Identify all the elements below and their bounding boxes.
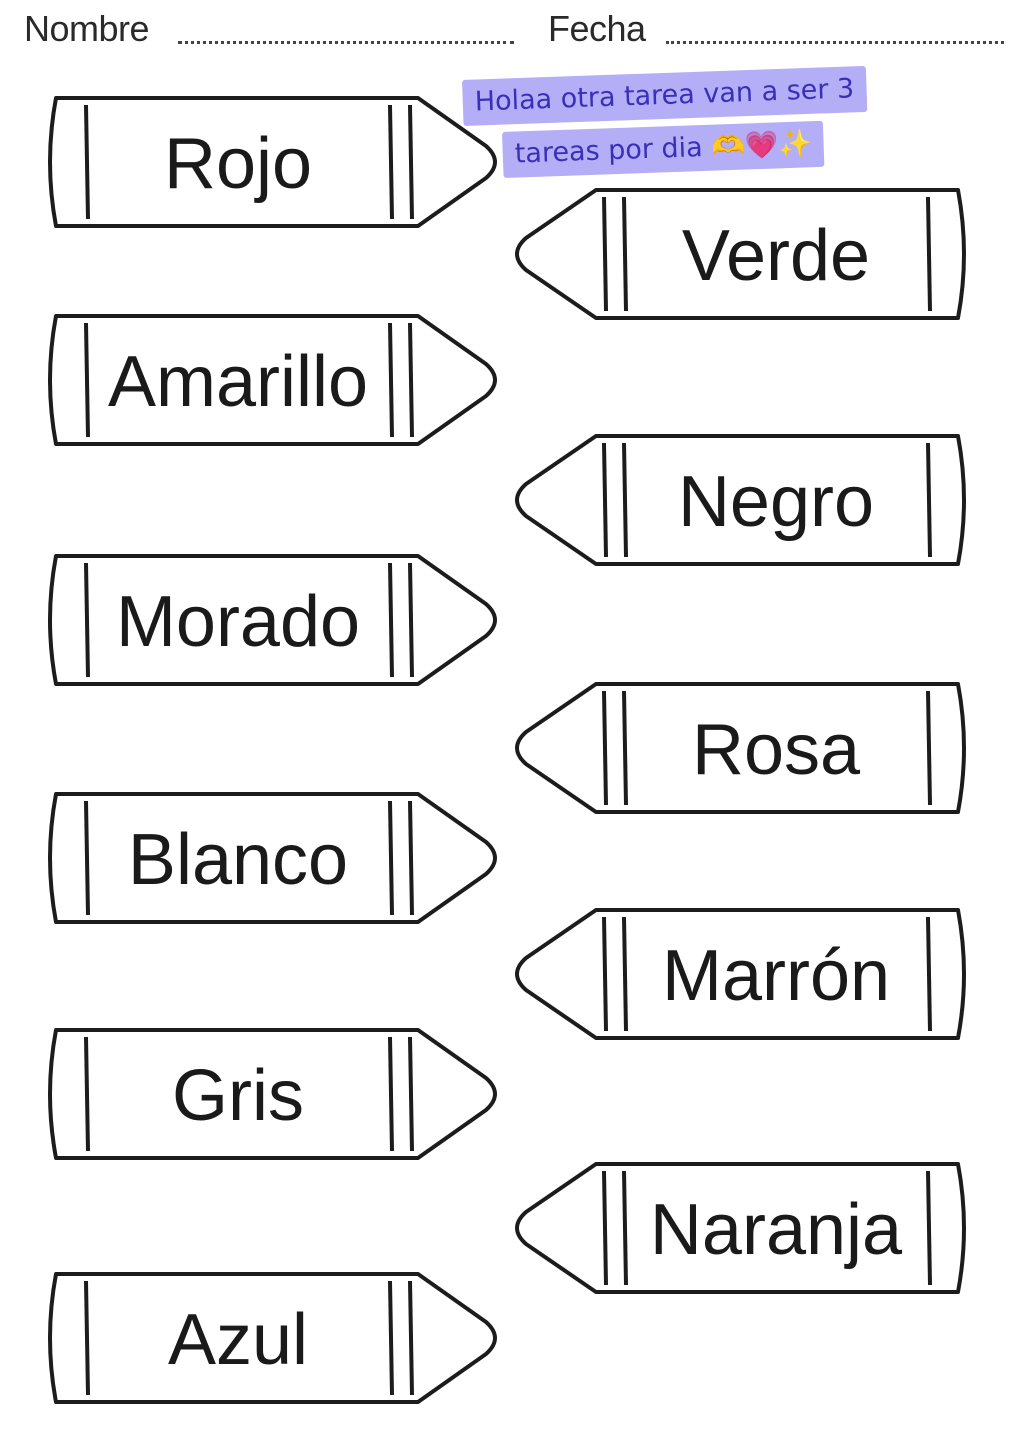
crayon-label: Blanco: [128, 820, 348, 900]
crayon-body: [48, 1028, 497, 1160]
crayon-left-4: Blanco: [48, 792, 497, 924]
crayon-label: Gris: [172, 1056, 304, 1136]
crayon-label: Morado: [116, 582, 360, 662]
crayon-band-line: [388, 1280, 394, 1396]
crayon-band-line: [84, 1280, 90, 1396]
crayon-body: [48, 792, 497, 924]
crayon-band-line: [388, 1036, 394, 1152]
crayon-left-5: Gris: [48, 1028, 497, 1160]
crayon-band-line: [388, 104, 394, 220]
name-blank-line: [178, 41, 514, 44]
crayon-body: [515, 1162, 966, 1294]
crayon-band-line: [926, 690, 932, 806]
crayon-body: [515, 188, 966, 320]
crayon-band-line: [602, 916, 608, 1032]
crayon-body: [48, 314, 497, 446]
crayon-band-line: [408, 562, 414, 678]
crayon-band-line: [388, 562, 394, 678]
crayon-band-line: [602, 196, 608, 312]
crayon-band-line: [926, 916, 932, 1032]
crayon-right-5: Naranja: [515, 1162, 966, 1294]
crayon-band-line: [622, 690, 628, 806]
crayon-left-3: Morado: [48, 554, 497, 686]
crayon-band-line: [622, 196, 628, 312]
crayon-band-line: [602, 690, 608, 806]
crayon-band-line: [388, 800, 394, 916]
crayon-band-line: [622, 1170, 628, 1286]
crayon-body: [48, 96, 497, 228]
date-label: Fecha: [548, 8, 646, 49]
crayon-band-line: [602, 1170, 608, 1286]
crayon-label: Negro: [678, 462, 874, 542]
crayon-right-3: Rosa: [515, 682, 966, 814]
crayon-band-line: [388, 322, 394, 438]
crayon-right-1: Verde: [515, 188, 966, 320]
crayon-band-line: [84, 1036, 90, 1152]
crayon-band-line: [602, 442, 608, 558]
crayon-left-2: Amarillo: [48, 314, 497, 446]
crayon-band-line: [84, 104, 90, 220]
crayon-label: Marrón: [662, 936, 890, 1016]
name-label: Nombre: [24, 8, 150, 49]
crayon-band-line: [926, 442, 932, 558]
crayon-left-6: Azul: [48, 1272, 497, 1404]
crayon-band-line: [408, 104, 414, 220]
crayon-band-line: [408, 1036, 414, 1152]
date-blank-line: [666, 41, 1004, 44]
crayon-label: Rojo: [164, 124, 312, 204]
crayon-label: Amarillo: [108, 342, 368, 422]
crayon-label: Verde: [682, 216, 870, 296]
crayon-band-line: [408, 1280, 414, 1396]
crayon-label: Naranja: [650, 1190, 903, 1270]
crayon-body: [48, 1272, 497, 1404]
crayon-body: [515, 434, 966, 566]
crayon-right-2: Negro: [515, 434, 966, 566]
crayon-body: [515, 682, 966, 814]
crayon-label: Rosa: [692, 710, 861, 790]
crayon-band-line: [84, 800, 90, 916]
crayon-band-line: [926, 1170, 932, 1286]
crayon-right-4: Marrón: [515, 908, 966, 1040]
crayon-label: Azul: [168, 1300, 308, 1380]
crayon-band-line: [926, 196, 932, 312]
crayon-band-line: [84, 562, 90, 678]
crayon-band-line: [622, 916, 628, 1032]
crayon-left-1: Rojo: [48, 96, 497, 228]
crayon-band-line: [622, 442, 628, 558]
crayon-body: [515, 908, 966, 1040]
crayon-band-line: [408, 322, 414, 438]
crayon-body: [48, 554, 497, 686]
crayon-band-line: [84, 322, 90, 438]
crayon-band-line: [408, 800, 414, 916]
